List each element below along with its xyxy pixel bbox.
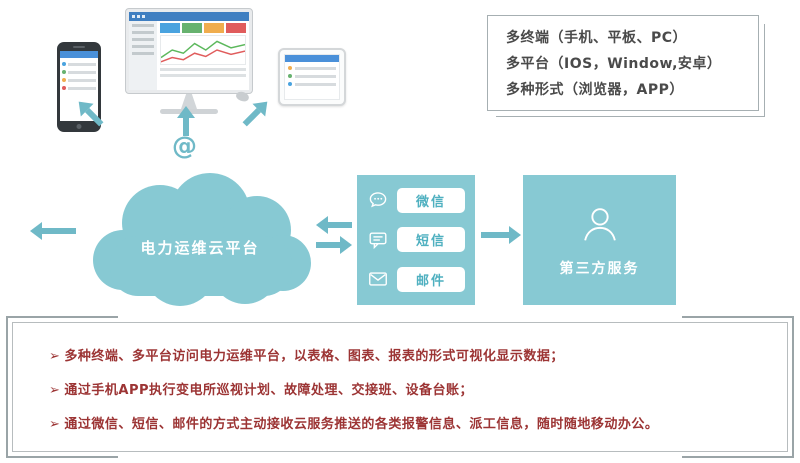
note-line-2: ➢通过手机APP执行变电所巡视计划、故障处理、交接班、设备台账； <box>49 379 757 398</box>
note-text-3: 通过微信、短信、邮件的方式主动接收云服务推送的各类报警信息、派工信息，随时随地移… <box>64 417 659 432</box>
wechat-icon <box>369 191 387 208</box>
capabilities-info-box: 多终端（手机、平板、PC） 多平台（IOS，Window,安卓） 多种形式（浏览… <box>487 15 765 117</box>
note-text-1: 多种终端、多平台访问电力运维平台，以表格、图表、报表的形式可视化显示数据； <box>64 349 564 364</box>
smartphone-device <box>57 42 101 132</box>
phone-screen <box>60 51 98 121</box>
desktop-monitor-device <box>125 8 253 114</box>
message-channels-panel: 微信 短信 邮件 <box>357 175 475 305</box>
info-line-platforms: 多平台（IOS，Window,安卓） <box>506 56 722 72</box>
note-line-1: ➢多种终端、多平台访问电力运维平台，以表格、图表、报表的形式可视化显示数据； <box>49 345 757 364</box>
info-line-terminals: 多终端（手机、平板、PC） <box>506 30 688 46</box>
sms-icon <box>369 232 387 250</box>
channel-wechat: 微信 <box>357 188 475 214</box>
monitor-dashboard-screen <box>129 12 249 90</box>
to-third-party-arrow <box>481 226 521 244</box>
exchange-arrow-right <box>316 236 352 254</box>
notes-box: ➢多种终端、多平台访问电力运维平台，以表格、图表、报表的形式可视化显示数据； ➢… <box>6 316 794 458</box>
channel-mail: 邮件 <box>357 266 475 292</box>
cloud-platform-label: 电力运维云平台 <box>140 239 260 257</box>
exchange-arrow-left <box>316 216 352 234</box>
tablet-screen <box>284 54 340 100</box>
cloud-shape <box>93 173 311 306</box>
channel-mail-label: 邮件 <box>397 266 465 292</box>
third-party-service-box: 第三方服务 <box>523 175 676 305</box>
bullet-arrow: ➢ <box>49 349 61 364</box>
third-party-label: 第三方服务 <box>559 261 640 277</box>
channel-wechat-label: 微信 <box>397 188 465 214</box>
left-out-arrow <box>30 222 76 240</box>
at-symbol: @ <box>172 131 197 160</box>
info-line-forms: 多种形式（浏览器，APP） <box>506 82 684 98</box>
note-text-2: 通过手机APP执行变电所巡视计划、故障处理、交接班、设备台账； <box>64 383 474 398</box>
mini-line-chart <box>160 35 246 65</box>
channel-sms-label: 短信 <box>397 227 465 253</box>
bullet-arrow: ➢ <box>49 417 61 432</box>
mail-icon <box>369 272 387 286</box>
tablet-device <box>278 48 346 106</box>
person-icon <box>583 208 616 241</box>
note-line-3: ➢通过微信、短信、邮件的方式主动接收云服务推送的各类报警信息、派工信息，随时随地… <box>49 413 757 432</box>
channel-sms: 短信 <box>357 227 475 253</box>
bullet-arrow: ➢ <box>49 383 61 398</box>
